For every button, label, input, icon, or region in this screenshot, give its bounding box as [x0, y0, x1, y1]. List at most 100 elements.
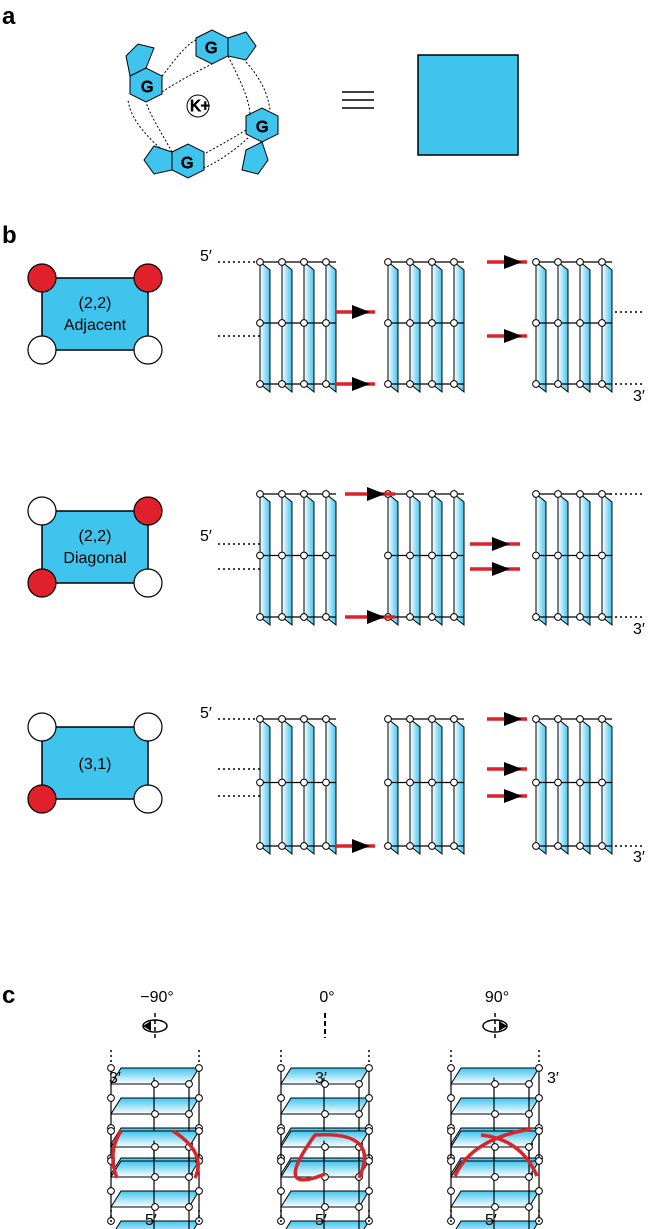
quartet-square — [41, 277, 149, 351]
topology-label: (3,1) — [79, 756, 112, 773]
topology-name: Adjacent — [64, 317, 127, 334]
node — [428, 842, 436, 850]
node — [384, 842, 392, 850]
node — [256, 613, 264, 621]
guanine-bottom: G — [143, 143, 205, 179]
g-quartet-plate — [115, 1220, 200, 1229]
node — [576, 551, 584, 560]
node — [321, 1203, 329, 1211]
node — [278, 490, 286, 498]
g-quartet-structure: G G G G — [125, 29, 279, 179]
strand-end-marker — [133, 712, 163, 742]
node — [447, 1187, 455, 1195]
node — [107, 1187, 115, 1195]
strand-end-marker — [27, 712, 57, 742]
node — [195, 1094, 203, 1102]
node — [278, 258, 286, 266]
quadruplex-block — [532, 490, 613, 627]
node — [598, 778, 606, 787]
node — [450, 551, 458, 560]
quadruplex-block — [384, 490, 465, 627]
node — [491, 1143, 499, 1151]
node — [321, 1110, 329, 1118]
node — [491, 1173, 499, 1181]
five-prime-end-label: 5′ — [315, 1212, 327, 1229]
loop-arrow — [470, 562, 520, 576]
node — [151, 1080, 159, 1088]
node — [300, 380, 308, 388]
three-prime-end-label: 3′ — [633, 621, 645, 638]
node — [598, 490, 606, 498]
g-quartet-sheet — [535, 260, 547, 394]
node — [278, 842, 286, 850]
node — [406, 613, 414, 621]
node — [532, 613, 540, 621]
node — [107, 1064, 115, 1072]
node — [532, 778, 540, 787]
node — [554, 778, 562, 787]
node — [554, 551, 562, 560]
g-quartet-sheet — [303, 260, 315, 394]
g-quartet-plate — [285, 1220, 370, 1229]
node — [384, 258, 392, 266]
node — [428, 715, 436, 723]
node — [532, 490, 540, 498]
rotate-right-icon — [482, 1013, 508, 1040]
node — [428, 380, 436, 388]
node — [322, 613, 330, 621]
strand-end-marker — [133, 568, 163, 598]
node — [300, 778, 308, 787]
g-quartet-sheet — [259, 492, 271, 627]
strand-end-marker — [27, 496, 57, 526]
g-quartet-sheet — [387, 260, 399, 394]
node — [300, 613, 308, 621]
node — [384, 380, 392, 388]
panel-c: c −90°5′3′0°5′3′90°5′3′ — [2, 982, 559, 1229]
panel-a: a G G G G — [2, 3, 519, 179]
loop-arrow — [487, 712, 527, 726]
g-quartet-sheet — [303, 492, 315, 627]
node — [447, 1064, 455, 1072]
three-prime-end-label: 3′ — [633, 388, 645, 405]
g-quartet-sheet — [259, 717, 271, 856]
node — [428, 490, 436, 498]
node — [576, 319, 584, 327]
guanine-label: G — [256, 119, 268, 136]
quadruplex-stack — [107, 1064, 203, 1178]
node — [598, 613, 606, 621]
rotation-stacks: −90°5′3′0°5′3′90°5′3′ — [107, 989, 559, 1229]
g-quartet-sheet — [409, 717, 421, 856]
node — [278, 380, 286, 388]
node — [554, 490, 562, 498]
node — [107, 1094, 115, 1102]
strand-end-marker-red — [133, 263, 163, 293]
strand-end-marker — [133, 335, 163, 365]
loop-arrow — [487, 329, 527, 343]
node — [321, 1080, 329, 1088]
g-quartet-sheet — [601, 260, 613, 394]
node — [532, 319, 540, 327]
g-quartet-sheet — [303, 717, 315, 856]
hydrogen-bonds — [127, 39, 271, 169]
topology-stack-row-3: 5′3′ — [200, 705, 645, 866]
node — [450, 490, 458, 498]
node — [535, 1157, 543, 1165]
five-prime-end-label: 5′ — [145, 1212, 157, 1229]
node — [525, 1173, 533, 1181]
node — [256, 490, 264, 498]
node — [598, 380, 606, 388]
node — [532, 380, 540, 388]
quartet-square — [41, 726, 149, 800]
node — [406, 490, 414, 498]
node — [576, 613, 584, 621]
g-quartet-sheet — [281, 492, 293, 627]
node — [277, 1187, 285, 1195]
node — [185, 1080, 193, 1088]
node — [195, 1187, 203, 1195]
rotation-angle-label: 0° — [319, 989, 334, 1006]
node — [428, 613, 436, 621]
node — [554, 258, 562, 266]
loop — [480, 1133, 539, 1177]
equivalence-sign — [342, 91, 374, 109]
node — [598, 551, 606, 560]
